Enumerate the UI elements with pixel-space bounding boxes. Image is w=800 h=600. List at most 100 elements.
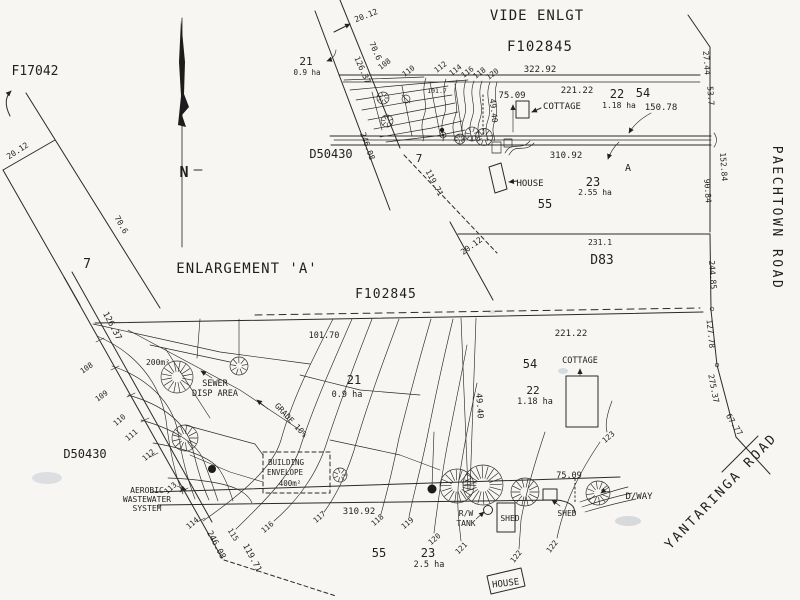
cottage-label-top: COTTAGE: [543, 102, 581, 112]
tree-spokes: [586, 481, 610, 505]
lot54-enl: 54: [523, 357, 537, 371]
rw-tank-symbol: [483, 505, 493, 515]
vide-enlgt-label: VIDE ENLGT: [490, 8, 584, 24]
shed-b-label: SHED: [557, 509, 576, 518]
contour-114: 114: [184, 515, 201, 531]
contour-121: 121: [453, 540, 469, 556]
shed-b-outline: [542, 488, 558, 501]
dim-4940-enl: 49.40: [473, 393, 485, 419]
dim-22122-enl: 221.22: [555, 329, 588, 339]
aerobic-2: WASTEWATER: [123, 495, 171, 504]
contour-123: 123: [600, 429, 616, 445]
house-outline-top: [488, 162, 508, 194]
top-plan-labels: F17042 VIDE ENLGT F102845 20.12 70.6 7 D…: [5, 7, 729, 272]
contour-108: 108: [78, 360, 95, 376]
tree-spokes: [440, 469, 474, 503]
contour-112: 112: [140, 447, 156, 463]
lot7b-label: 7: [416, 152, 423, 165]
contour-110: 110: [111, 412, 128, 428]
enlargement-title: ENLARGEMENT 'A': [176, 261, 317, 277]
aerobic-1: AEROBIC: [130, 486, 164, 495]
building-envelope-3: 400m²: [279, 479, 302, 488]
lot23-top: 23: [586, 175, 600, 189]
dim-537: 53.7: [705, 86, 715, 106]
dim-15078: 150.78: [645, 103, 678, 113]
tree-spokes: [511, 478, 539, 506]
tree-spokes: [172, 425, 198, 451]
marker-a-top: A: [625, 163, 631, 174]
contour-115: 115: [226, 527, 241, 543]
building-envelope-1: BUILDING: [268, 458, 305, 467]
lot22-area-top: 1.18 ha: [602, 101, 636, 110]
cottage-outline-top: [515, 100, 530, 119]
dim-24485: 244.85: [707, 260, 718, 290]
lot21-top: 21: [299, 55, 312, 68]
rw-tank-1: R/W: [459, 509, 474, 518]
plan-number-enl: F102845: [355, 287, 417, 302]
enlargement-linework: [63, 271, 704, 597]
building-envelope-outline: [262, 451, 331, 494]
tree-spokes: [465, 127, 479, 141]
lot23-area-enl: 2.5 ha: [414, 560, 445, 570]
shed-a-label: SHED: [500, 514, 519, 523]
ref-plan-label: F17042: [12, 64, 59, 79]
dim-31092-top: 310.92: [550, 151, 583, 161]
dim-15284: 152.84: [718, 152, 729, 182]
tree-spokes: [463, 465, 503, 505]
d83-label: D83: [590, 253, 613, 268]
enlargement-labels: D50430 126.37 108 109 110 111 112 113 11…: [63, 310, 653, 590]
house-label-top: HOUSE: [516, 179, 543, 189]
shed-a-outline: [496, 502, 516, 533]
scan-smudges: [32, 310, 641, 526]
contour-120-top: 120: [484, 66, 501, 82]
house-outline-enl: [486, 567, 526, 595]
north-label: N: [179, 163, 188, 181]
lot22-enl: 22: [526, 384, 539, 397]
dim-706-a: 70.6: [112, 214, 130, 235]
lot21-area-enl: 0.9 ha: [332, 390, 363, 400]
lot54-top: 54: [636, 86, 650, 100]
enlargement-header: ENLARGEMENT 'A' F102845: [176, 261, 417, 302]
cottage-label-enl: COTTAGE: [562, 356, 598, 366]
dim-7509-enl: 75.09: [556, 471, 582, 481]
dim-706-b: 70.6: [367, 40, 383, 61]
contour-120: 120: [426, 531, 443, 547]
contour-110-top: 110: [400, 63, 417, 79]
driveway-lines: [579, 486, 637, 513]
enl-contour-lines: [96, 318, 613, 550]
tree-spokes: [230, 357, 248, 375]
contour-119: 119: [399, 515, 415, 531]
dway-label: D/WAY: [625, 492, 653, 502]
tree-spokes: [377, 92, 390, 104]
dim-2012-b: 20.12: [353, 7, 379, 24]
lot55-enl: 55: [372, 546, 386, 560]
dim-10170-enl: 101.70: [309, 331, 340, 341]
grade-label: GRADE 10%: [273, 401, 309, 439]
tree-spokes: [381, 115, 393, 128]
rw-tank-2: TANK: [456, 519, 475, 528]
dim-2311: 231.1: [588, 238, 612, 247]
house-label-enl: HOUSE: [492, 577, 520, 590]
dim-7509-top: 75.09: [498, 91, 525, 101]
contour-117: 117: [311, 509, 327, 525]
plan-number-top: F102845: [507, 39, 573, 55]
tree-spokes: [333, 468, 347, 482]
contour-113: 113: [162, 480, 178, 496]
lot22-area-enl: 1.18 ha: [517, 397, 553, 407]
tree-spokes: [455, 134, 466, 144]
dim-31092-enl: 310.92: [343, 507, 376, 517]
dim-12778: 127.78: [705, 319, 717, 349]
road-labels: PAECHTOWN ROAD YANTARINGA ROAD 244.85 12…: [662, 146, 784, 553]
tree-spokes: [161, 361, 193, 393]
dim-12637-top: 126.37: [352, 55, 372, 85]
aerobic-3: SYSTEM: [133, 504, 162, 513]
dim-6777: 67.77: [724, 412, 744, 437]
contour-111: 111: [123, 427, 139, 443]
contour-109: 109: [93, 388, 109, 403]
contour-112-top: 112: [432, 59, 448, 74]
enl-subdivision-mesh: [92, 317, 477, 491]
top-subdivision-mesh: [343, 76, 469, 143]
dim-32292: 322.92: [524, 65, 557, 75]
